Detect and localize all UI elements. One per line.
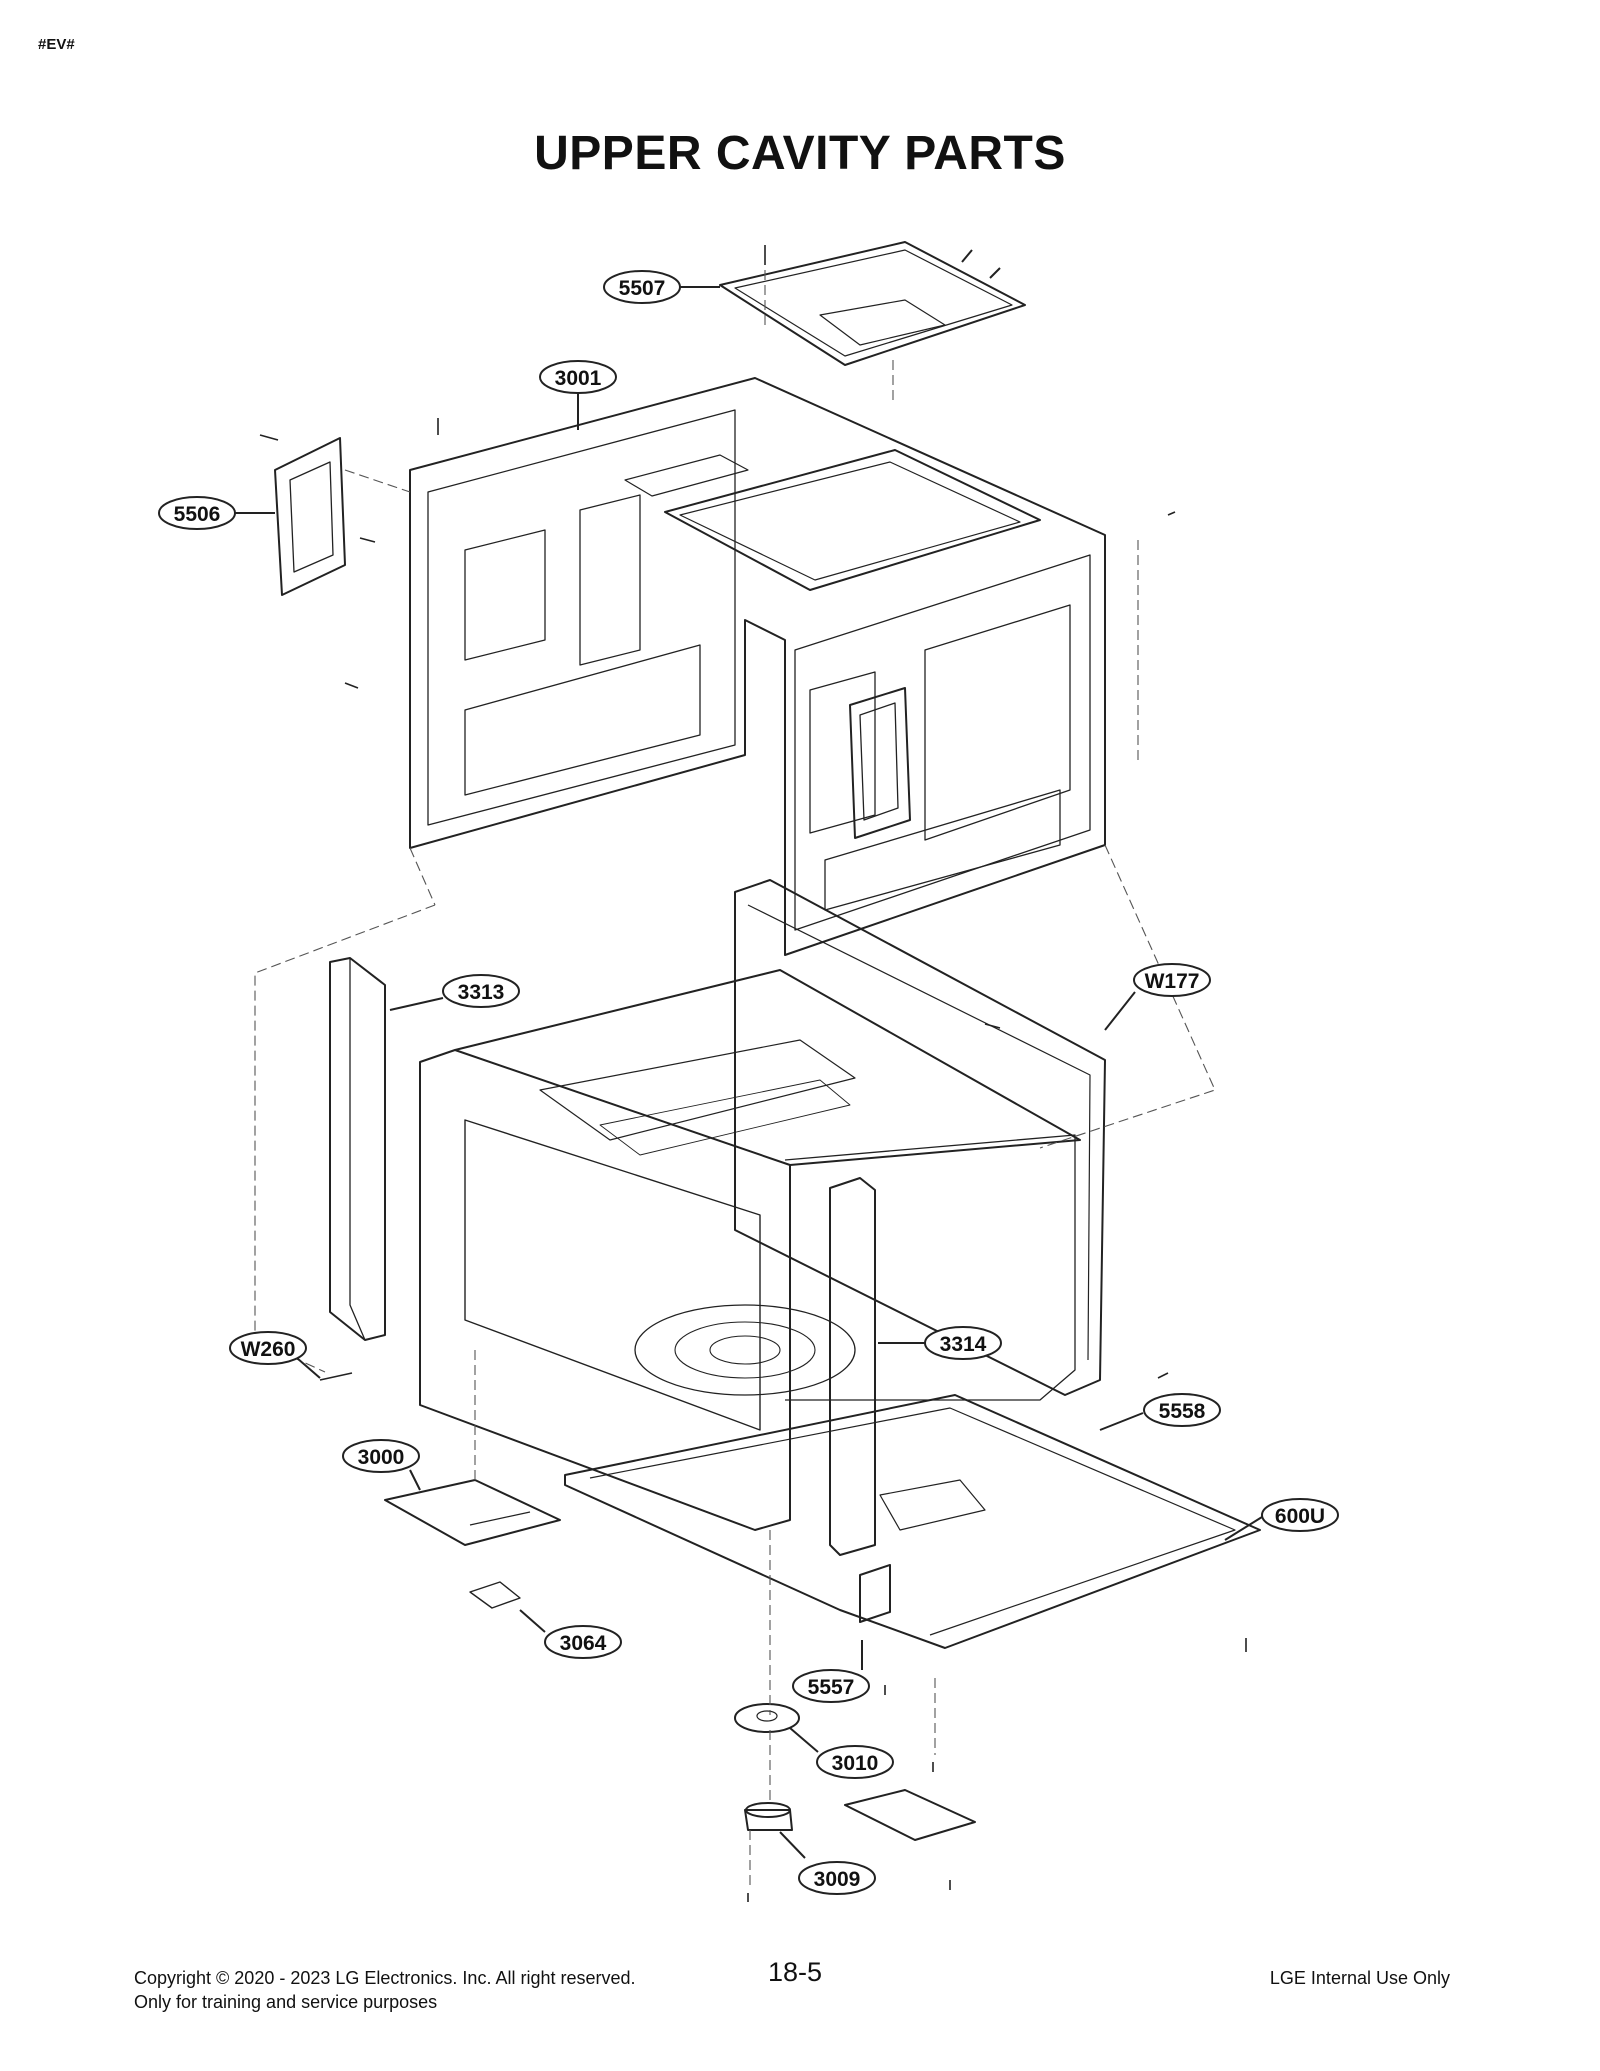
right-gasket-part bbox=[849, 687, 911, 839]
inner-cavity-part bbox=[419, 969, 1081, 1531]
svg-text:3000: 3000 bbox=[358, 1446, 405, 1469]
callout-3009: 3009 bbox=[779, 1831, 876, 1895]
base-plate-part bbox=[564, 1394, 1261, 1649]
small-cover-part bbox=[384, 1479, 561, 1546]
coupler-part bbox=[734, 1703, 800, 1733]
page-title: UPPER CAVITY PARTS bbox=[534, 127, 1066, 180]
svg-text:3064: 3064 bbox=[560, 1632, 607, 1655]
internal-use-notice: LGE Internal Use Only bbox=[1269, 1968, 1450, 1988]
callout-3314: 3314 bbox=[878, 1326, 1002, 1360]
svg-text:5558: 5558 bbox=[1159, 1400, 1206, 1423]
svg-text:W260: W260 bbox=[241, 1338, 296, 1361]
callout-3010: 3010 bbox=[789, 1727, 894, 1779]
svg-text:5557: 5557 bbox=[808, 1676, 855, 1699]
motor-part bbox=[744, 1802, 793, 1831]
right-bracket-part bbox=[829, 1177, 876, 1556]
motor-cover-part bbox=[844, 1789, 976, 1841]
document-tag: #EV# bbox=[38, 36, 75, 53]
svg-text:3313: 3313 bbox=[458, 981, 505, 1004]
callout-5507: 5507 bbox=[603, 270, 720, 304]
callout-600U: 600U bbox=[1224, 1498, 1339, 1541]
callout-5506: 5506 bbox=[158, 496, 275, 530]
callout-3001: 3001 bbox=[539, 360, 617, 430]
pad-part bbox=[469, 1581, 521, 1609]
callout-3064: 3064 bbox=[519, 1609, 622, 1659]
svg-text:3010: 3010 bbox=[832, 1752, 879, 1775]
svg-text:W177: W177 bbox=[1145, 970, 1200, 993]
callout-labels: 5507 3001 5506 3313 W177 W260 3314 5558 … bbox=[158, 270, 1339, 1895]
svg-text:3009: 3009 bbox=[814, 1868, 861, 1891]
back-panel-part bbox=[734, 879, 1106, 1396]
callout-3000: 3000 bbox=[342, 1439, 421, 1491]
purpose-line: Only for training and service purposes bbox=[134, 1992, 438, 2012]
svg-text:5507: 5507 bbox=[619, 277, 666, 300]
left-bracket-part bbox=[329, 957, 386, 1341]
svg-text:3001: 3001 bbox=[555, 367, 602, 390]
top-cover-part bbox=[719, 241, 1026, 366]
callout-3313: 3313 bbox=[389, 974, 520, 1011]
callout-5557: 5557 bbox=[792, 1640, 870, 1703]
svg-text:5506: 5506 bbox=[174, 503, 221, 526]
svg-text:600U: 600U bbox=[1275, 1505, 1325, 1528]
callout-5558: 5558 bbox=[1099, 1393, 1221, 1431]
page-number: 18-5 bbox=[768, 1957, 823, 1987]
left-gasket-part bbox=[274, 437, 346, 596]
svg-text:3314: 3314 bbox=[940, 1333, 987, 1356]
callout-W177: W177 bbox=[1104, 963, 1211, 1031]
callout-W260: W260 bbox=[229, 1331, 321, 1379]
screws bbox=[259, 245, 1247, 1902]
outer-cabinet-part bbox=[409, 377, 1106, 956]
copyright-line: Copyright © 2020 - 2023 LG Electronics. … bbox=[134, 1968, 636, 1988]
copyright-notice: Copyright © 2020 - 2023 LG Electronics. … bbox=[134, 1966, 636, 2014]
